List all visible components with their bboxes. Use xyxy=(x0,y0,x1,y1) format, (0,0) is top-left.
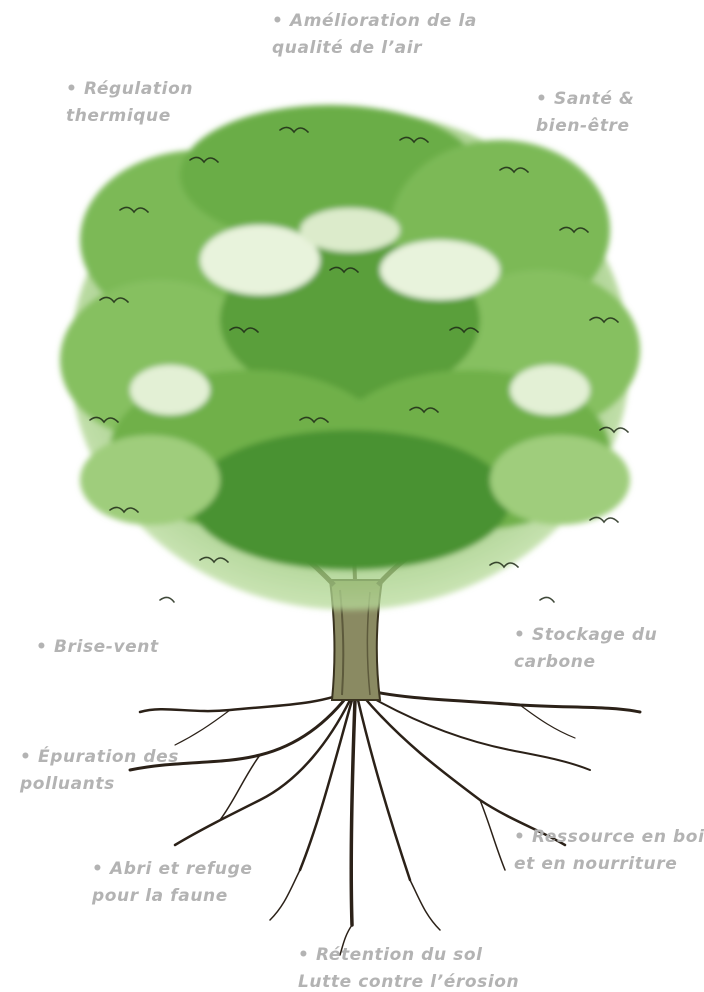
foliage xyxy=(60,105,640,610)
label-thermal-regulation-line2: thermique xyxy=(66,103,193,130)
label-carbon-storage-line1: • Stockage du xyxy=(514,622,657,649)
label-health-line1: • Santé & xyxy=(536,86,634,113)
label-wood-food-resource-line1: • Ressource en bois xyxy=(514,824,704,851)
label-wildlife-shelter: • Abri et refuge pour la faune xyxy=(92,856,253,910)
label-soil-retention-line1: • Rétention du sol xyxy=(298,942,519,969)
label-wildlife-shelter-line1: • Abri et refuge xyxy=(92,856,253,883)
label-carbon-storage: • Stockage du carbone xyxy=(514,622,657,676)
label-wood-food-resource: • Ressource en bois et en nourriture xyxy=(514,824,704,878)
label-air-quality: • Amélioration de la qualité de l’air xyxy=(272,8,477,62)
label-thermal-regulation-line1: • Régulation xyxy=(66,76,193,103)
label-soil-retention: • Rétention du sol Lutte contre l’érosio… xyxy=(298,942,519,992)
label-windbreak: • Brise-vent xyxy=(36,634,159,661)
label-pollutant-purification-line2: polluants xyxy=(20,771,179,798)
label-health-line2: bien-être xyxy=(536,113,634,140)
label-carbon-storage-line2: carbone xyxy=(514,649,657,676)
label-soil-retention-line2: Lutte contre l’érosion xyxy=(298,969,519,992)
label-windbreak-line1: • Brise-vent xyxy=(36,634,159,661)
label-air-quality-line2: qualité de l’air xyxy=(272,35,477,62)
label-thermal-regulation: • Régulation thermique xyxy=(66,76,193,130)
roots xyxy=(130,690,640,955)
label-health: • Santé & bien-être xyxy=(536,86,634,140)
label-pollutant-purification-line1: • Épuration des xyxy=(20,744,179,771)
label-air-quality-line1: • Amélioration de la xyxy=(272,8,477,35)
label-pollutant-purification: • Épuration des polluants xyxy=(20,744,179,798)
label-wildlife-shelter-line2: pour la faune xyxy=(92,883,253,910)
label-wood-food-resource-line2: et en nourriture xyxy=(514,851,704,878)
